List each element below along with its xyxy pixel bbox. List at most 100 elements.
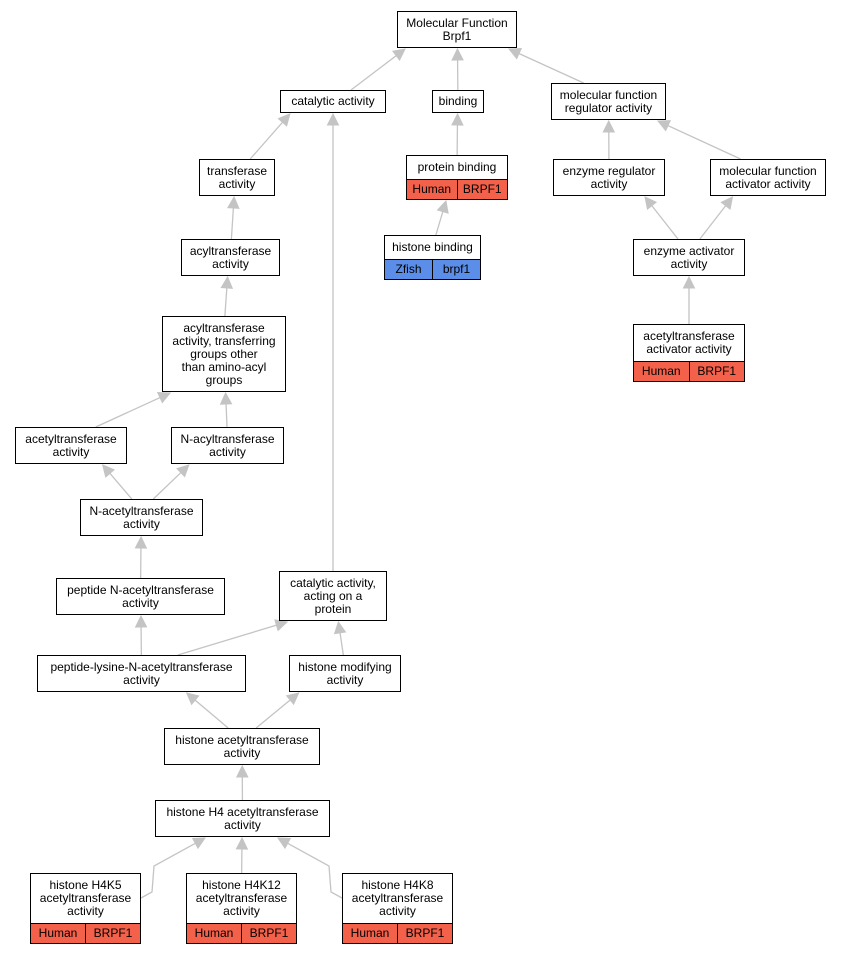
node-peptide-lysine-n-acetyltransferase-activity[interactable]: peptide-lysine-N-acetyltransferase activ…: [37, 655, 246, 692]
node-label: histone H4K8 acetyltransferase activity: [351, 878, 444, 918]
edge-nacet-to-acet: [108, 472, 133, 500]
node-acetyltransferase-activity[interactable]: acetyltransferase activity: [15, 427, 127, 464]
gene-cell: BRPF1: [688, 362, 744, 381]
node-label: peptide-lysine-N-acetyltransferase activ…: [50, 659, 233, 687]
arrowhead-icon: [134, 535, 148, 549]
node-peptide-n-acetyltransferase-activity[interactable]: peptide N-acetyltransferase activity: [56, 578, 225, 615]
arrowhead-icon: [451, 112, 464, 126]
node-n-acetyltransferase-activity[interactable]: N-acetyltransferase activity: [80, 499, 203, 536]
edge-enzact-to-mfact: [699, 204, 727, 240]
node-molecular-function-regulator-activity[interactable]: molecular function regulator activity: [551, 83, 666, 120]
edge-mfact-to-mfreg: [666, 124, 741, 160]
node-catalytic-activity[interactable]: catalytic activity: [280, 90, 386, 113]
species-cell: Human: [634, 362, 689, 381]
node-histone-acetyltransferase-activity[interactable]: histone acetyltransferase activity: [164, 728, 320, 765]
node-histone-h4-acetyltransferase-activity[interactable]: histone H4 acetyltransferase activity: [155, 800, 330, 837]
edge-nacet-to-nacyl: [152, 471, 183, 500]
node-n-acyltransferase-activity[interactable]: N-acyltransferase activity: [171, 427, 284, 464]
arrowhead-icon: [101, 464, 115, 478]
node-label: acetyltransferase activity: [25, 431, 117, 459]
arrowhead-icon: [156, 392, 172, 404]
node-label: histone H4K5 acetyltransferase activity: [39, 878, 132, 918]
edge-h4k5-to-h4: [140, 842, 197, 899]
arrowhead-icon: [392, 48, 406, 61]
node-catalytic-activity-acting-on-protein[interactable]: catalytic activity, acting on a protein: [279, 571, 387, 621]
node-histone-modifying-activity[interactable]: histone modifying activity: [289, 655, 401, 692]
arrowhead-icon: [644, 196, 658, 210]
node-label: histone H4K12 acetyltransferase activity: [195, 878, 288, 918]
arrowhead-icon: [656, 120, 672, 132]
arrowhead-icon: [227, 195, 240, 209]
species-cell: Human: [407, 180, 457, 199]
species-cell: Human: [187, 924, 241, 943]
arrowhead-icon: [219, 391, 233, 405]
arrowhead-icon: [274, 619, 289, 632]
node-histone-h4k12-acetyltransferase-activity[interactable]: histone H4K12 acetyltransferase activity…: [186, 873, 297, 944]
node-label: N-acetyltransferase activity: [89, 503, 194, 531]
node-molecular-function-activator-activity[interactable]: molecular function activator activity: [710, 159, 826, 196]
arrowhead-icon: [185, 692, 200, 706]
node-label: N-acyltransferase activity: [180, 431, 275, 459]
node-acyltransferase-transferring-groups[interactable]: acyltransferase activity, transferring g…: [162, 316, 286, 392]
node-label: molecular function activator activity: [719, 163, 817, 191]
arrowhead-icon: [333, 620, 347, 635]
node-label: histone modifying activity: [298, 659, 392, 687]
gene-cell: BRPF1: [456, 180, 507, 199]
edge-hat-to-peplys: [193, 698, 229, 729]
edge-peplys-to-catprot: [177, 624, 278, 656]
node-acyltransferase-activity[interactable]: acyltransferase activity: [181, 239, 280, 276]
edge-mfreg-to-mf: [517, 52, 584, 84]
gene-cell: BRPF1: [397, 924, 452, 943]
root-node-molecular-function[interactable]: Molecular Function Brpf1: [397, 11, 517, 48]
arrowhead-icon: [235, 836, 249, 850]
node-label: transferase activity: [206, 163, 268, 191]
edge-cat-to-mf: [350, 54, 398, 91]
node-label: enzyme regulator activity: [562, 163, 656, 191]
arrowhead-icon: [602, 119, 616, 133]
arrowhead-icon: [285, 692, 300, 706]
arrowhead-icon: [436, 199, 449, 214]
edge-h4k8-to-h4: [286, 842, 343, 899]
arrowhead-icon: [277, 113, 291, 127]
species-cell: Human: [31, 924, 85, 943]
node-label: histone H4 acetyltransferase activity: [166, 804, 319, 832]
edge-acylother-to-acyl: [224, 286, 228, 317]
node-label: acetyltransferase activator activity: [643, 329, 735, 356]
edge-trans-to-cat: [249, 121, 284, 160]
node-label: molecular function regulator activity: [559, 87, 658, 115]
node-transferase-activity[interactable]: transferase activity: [199, 159, 275, 196]
edge-histmod-to-catprot: [339, 631, 344, 656]
arrowhead-icon: [220, 275, 234, 289]
node-label: binding: [438, 94, 478, 108]
node-enzyme-regulator-activity[interactable]: enzyme regulator activity: [553, 159, 665, 196]
node-binding[interactable]: binding: [432, 90, 484, 113]
arrowhead-icon: [176, 464, 190, 478]
node-label: Molecular Function Brpf1: [406, 15, 508, 43]
arrowhead-icon: [451, 47, 464, 61]
node-label: acyltransferase activity, transferring g…: [172, 320, 276, 387]
arrowhead-icon: [191, 837, 206, 850]
edge-nacyl-to-acylother: [225, 402, 228, 428]
arrowhead-icon: [235, 764, 249, 778]
species-cell: Human: [343, 924, 397, 943]
node-enzyme-activator-activity[interactable]: enzyme activator activity: [633, 239, 745, 276]
node-label: catalytic activity: [291, 94, 375, 108]
node-label: histone binding: [392, 240, 473, 254]
node-label: enzyme activator activity: [643, 243, 735, 271]
node-label: peptide N-acetyltransferase activity: [67, 582, 214, 610]
edge-enzact-to-enzreg: [650, 204, 679, 240]
gene-cell: brpf1: [432, 260, 480, 279]
edge-hat-to-histmod: [255, 698, 292, 729]
node-label: protein binding: [417, 160, 497, 174]
arrowhead-icon: [682, 275, 696, 289]
